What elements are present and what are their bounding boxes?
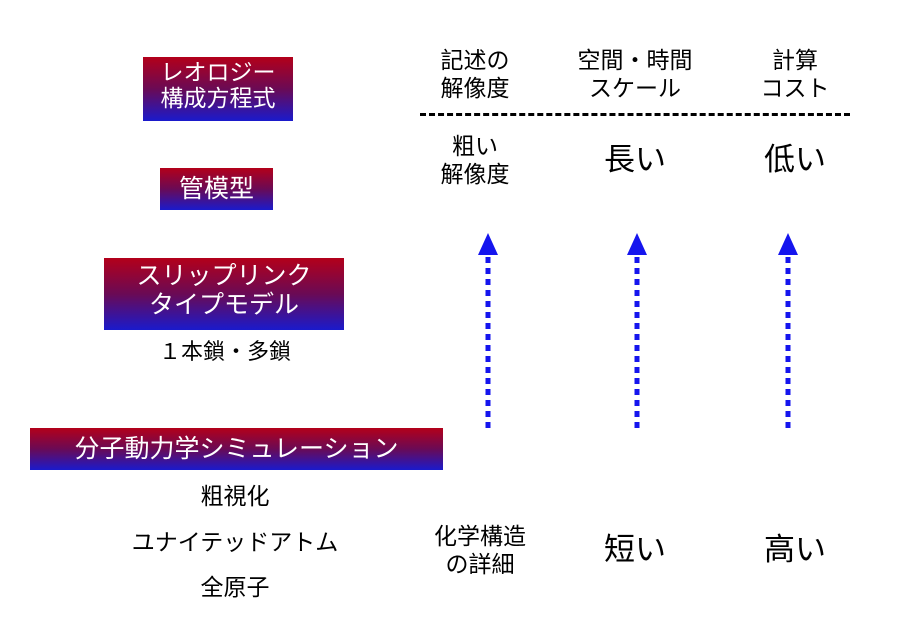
header-cost: 計算 コスト	[740, 48, 850, 103]
cost-bottom-value: 高い	[764, 532, 826, 568]
header-cost-line-1: 計算	[772, 48, 818, 74]
rheology-line-1: レオロジー	[160, 60, 276, 86]
header-resolution: 記述の 解像度	[410, 48, 540, 103]
molecular-dynamics-box: 分子動力学シミュレーション	[30, 428, 443, 470]
arrow-head-cost	[778, 233, 798, 255]
header-resolution-line-1: 記述の	[440, 48, 510, 74]
md-sub-all-atom: 全原子	[200, 575, 270, 601]
scale-bottom-value: 短い	[604, 532, 666, 568]
md-sub-united-atom: ユナイテッドアトム	[131, 530, 339, 556]
slip-link-line-1: スリップリンク	[136, 261, 312, 290]
slip-link-line-2: タイプモデル	[148, 289, 299, 319]
rheology-constitutive-equation-box: レオロジー 構成方程式	[143, 57, 293, 121]
resolution-bottom-line-2: の詳細	[445, 551, 515, 578]
header-cost-line-2: コスト	[760, 75, 830, 102]
arrow-head-scale	[627, 233, 647, 255]
header-divider	[420, 113, 850, 116]
molecular-dynamics-label: 分子動力学シミュレーション	[74, 434, 399, 463]
slip-link-model-box: スリップリンク タイプモデル	[104, 258, 344, 330]
cost-top-value: 低い	[764, 142, 826, 178]
md-sub-coarse-grained: 粗視化	[200, 484, 270, 510]
rheology-line-2: 構成方程式	[160, 86, 276, 113]
resolution-bottom-value: 化学構造 の詳細	[410, 524, 550, 579]
resolution-top-line-1: 粗い	[452, 134, 498, 160]
header-scale: 空間・時間 スケール	[550, 48, 720, 103]
slip-link-subtitle: １本鎖・多鎖	[158, 340, 291, 365]
tube-model-box: 管模型	[160, 168, 273, 210]
scale-top-value: 長い	[604, 142, 666, 178]
resolution-bottom-line-1: 化学構造	[434, 524, 526, 550]
header-scale-line-2: スケール	[589, 75, 681, 102]
resolution-top-value: 粗い 解像度	[410, 134, 540, 189]
arrow-head-resolution	[478, 233, 498, 255]
header-scale-line-1: 空間・時間	[577, 48, 693, 74]
resolution-top-line-2: 解像度	[440, 161, 510, 188]
header-resolution-line-2: 解像度	[440, 75, 510, 102]
tube-model-label: 管模型	[178, 174, 254, 203]
